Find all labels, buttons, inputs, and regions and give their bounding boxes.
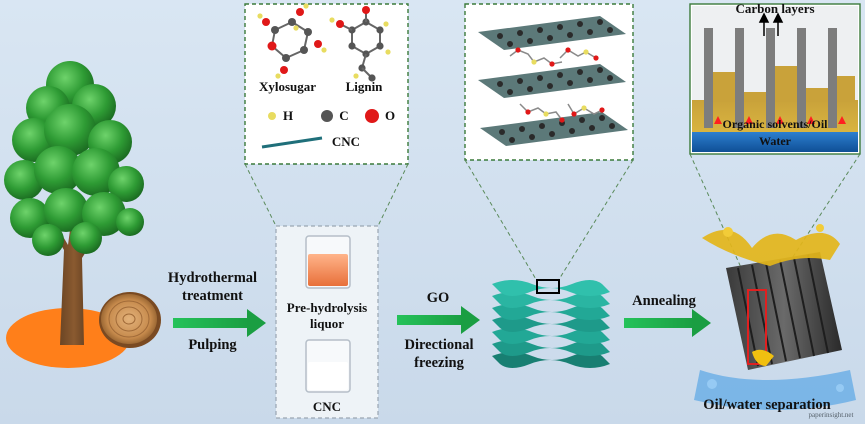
go-sheet-stack-icon	[492, 279, 610, 368]
organic-solvents-label: Organic solvents/Oil	[722, 117, 828, 131]
hydrogen-atom-icon	[268, 112, 276, 120]
prehydrolysis-beaker-icon	[305, 235, 351, 289]
carbon-layer-inset	[689, 3, 861, 155]
carbon-aerogel-block-icon	[694, 224, 856, 410]
up-arrows-red	[714, 116, 846, 124]
prehydrolysis-label-line2: liquor	[310, 316, 344, 331]
prehydrolysis-label-line1: Pre-hydrolysis	[286, 300, 368, 315]
step3-label-line1: Annealing	[632, 293, 696, 309]
step1-label-line2: treatment	[182, 288, 243, 304]
arrow-3	[624, 309, 711, 337]
intercalated-atoms	[515, 47, 605, 123]
arrow-2	[397, 306, 480, 334]
lignin-molecule-icon	[329, 6, 391, 82]
arrow-1	[173, 309, 266, 337]
step2-label-line2: Directional	[404, 337, 474, 353]
xylosugar-label: Xylosugar	[258, 79, 317, 94]
beaker-panel	[275, 225, 379, 419]
cnc-beaker-label: CNC	[312, 399, 342, 414]
up-arrows-black	[758, 12, 784, 36]
step1-label-line3: Pulping	[188, 337, 237, 353]
step2-label-line3: freezing	[414, 355, 464, 371]
legend-h-label: H	[282, 108, 294, 123]
tree-illustration	[4, 61, 161, 368]
legend-cnc-label: CNC	[331, 134, 361, 149]
zoom-region-marker-red	[747, 289, 767, 365]
legend-o-label: O	[384, 108, 396, 123]
carbon-atom-icon	[321, 110, 333, 122]
watermark-label: paperinsight.net	[808, 411, 854, 419]
step2-label-line1: GO	[426, 290, 450, 306]
oil-rise-fill	[713, 66, 855, 102]
zoom-lines-1	[244, 163, 409, 227]
water-splash	[694, 370, 856, 410]
final-stage-label: Oil/water separation	[703, 397, 831, 413]
lignin-label: Lignin	[345, 79, 383, 94]
zoom-region-marker	[536, 279, 560, 294]
zoom-lines-2	[464, 159, 634, 282]
water-label: Water	[759, 134, 791, 148]
step1-label-line1: Hydrothermal	[167, 270, 258, 286]
cnc-rod-icon	[261, 136, 323, 149]
carbon-wall-plates	[704, 28, 837, 128]
molecule-inset	[244, 3, 409, 165]
oil-splash	[702, 230, 840, 266]
xylosugar-molecule-icon	[257, 3, 327, 79]
graphene-atoms	[497, 19, 615, 143]
wood-slice	[99, 292, 161, 348]
cnc-beaker-icon	[305, 339, 351, 393]
legend-c-label: C	[339, 108, 349, 123]
oxygen-atom-icon	[365, 109, 379, 123]
tree-canopy	[4, 61, 144, 256]
graphene-sheets-icon	[478, 16, 628, 146]
go-layer-inset	[464, 3, 634, 161]
carbon-layers-label: Carbon layers	[735, 1, 815, 16]
